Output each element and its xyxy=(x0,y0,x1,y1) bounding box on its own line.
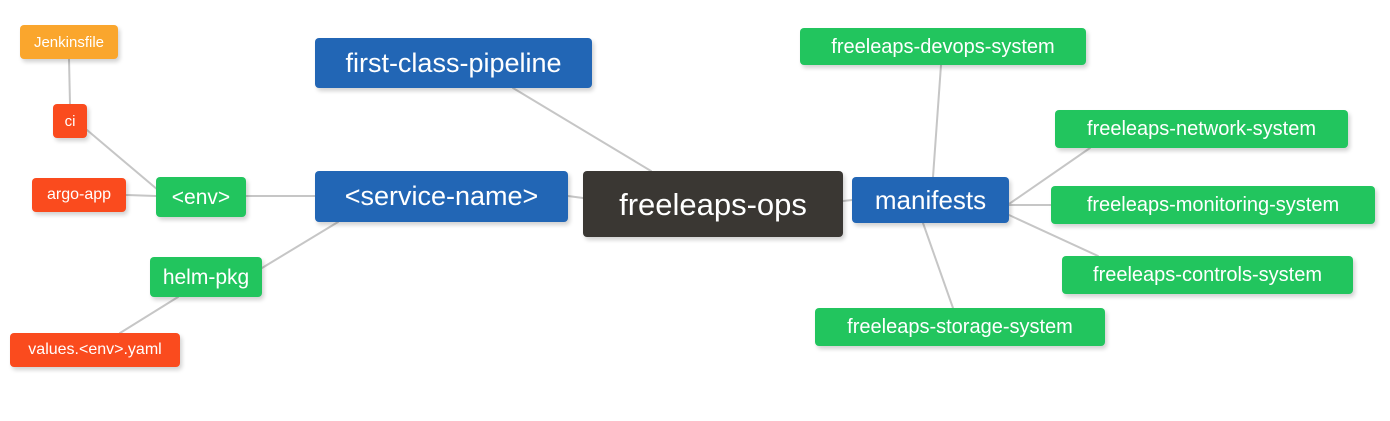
mindmap-node-values-env-yaml[interactable]: values.<env>.yaml xyxy=(10,333,180,367)
mindmap-node-argo-app[interactable]: argo-app xyxy=(32,178,126,212)
edge-freeleaps-ops-to-manifests xyxy=(842,199,853,202)
node-label: <service-name> xyxy=(344,181,539,211)
mindmap-node-jenkinsfile[interactable]: Jenkinsfile xyxy=(20,25,118,59)
node-label: freeleaps-devops-system xyxy=(831,35,1055,58)
edge-service-name-to-freeleaps-ops xyxy=(567,195,584,199)
node-label: helm-pkg xyxy=(162,265,250,289)
node-label: manifests xyxy=(874,185,987,215)
edge-first-class-pipeline-to-freeleaps-ops xyxy=(512,87,652,172)
mindmap-node-ci[interactable]: ci xyxy=(53,104,87,138)
mindmap-node-service-name[interactable]: <service-name> xyxy=(315,171,568,222)
mindmap-node-freeleaps-storage-system[interactable]: freeleaps-storage-system xyxy=(815,308,1105,346)
mindmap-node-helm-pkg[interactable]: helm-pkg xyxy=(150,257,262,297)
edge-manifests-to-freeleaps-storage-system xyxy=(922,222,954,309)
mindmap-node-freeleaps-controls-system[interactable]: freeleaps-controls-system xyxy=(1062,256,1353,294)
node-label: freeleaps-network-system xyxy=(1087,118,1316,140)
node-label: ci xyxy=(64,112,76,130)
edge-service-name-to-helm-pkg xyxy=(261,221,339,269)
mindmap-node-first-class-pipeline[interactable]: first-class-pipeline xyxy=(315,38,592,88)
node-label: first-class-pipeline xyxy=(345,47,562,78)
node-label: freeleaps-ops xyxy=(619,186,807,222)
edge-argo-app-to-env xyxy=(125,194,157,197)
node-label: Jenkinsfile xyxy=(33,33,105,51)
edge-helm-pkg-to-values-env-yaml xyxy=(119,296,179,334)
node-label: freeleaps-controls-system xyxy=(1093,264,1322,286)
mindmap-node-env[interactable]: <env> xyxy=(156,177,246,217)
edge-jenkinsfile-to-ci xyxy=(68,58,71,105)
mindmap-node-manifests[interactable]: manifests xyxy=(852,177,1009,223)
mindmap-node-freeleaps-monitoring-system[interactable]: freeleaps-monitoring-system xyxy=(1051,186,1375,224)
node-label: values.<env>.yaml xyxy=(28,341,162,358)
node-label: argo-app xyxy=(46,186,112,203)
mindmap-node-freeleaps-ops[interactable]: freeleaps-ops xyxy=(583,171,843,237)
node-label: freeleaps-monitoring-system xyxy=(1086,194,1340,216)
edge-manifests-to-freeleaps-devops-system xyxy=(932,64,942,178)
mindmap-node-freeleaps-devops-system[interactable]: freeleaps-devops-system xyxy=(800,28,1086,65)
node-label: freeleaps-storage-system xyxy=(847,316,1073,338)
node-label: <env> xyxy=(171,185,231,209)
mindmap-node-freeleaps-network-system[interactable]: freeleaps-network-system xyxy=(1055,110,1348,148)
